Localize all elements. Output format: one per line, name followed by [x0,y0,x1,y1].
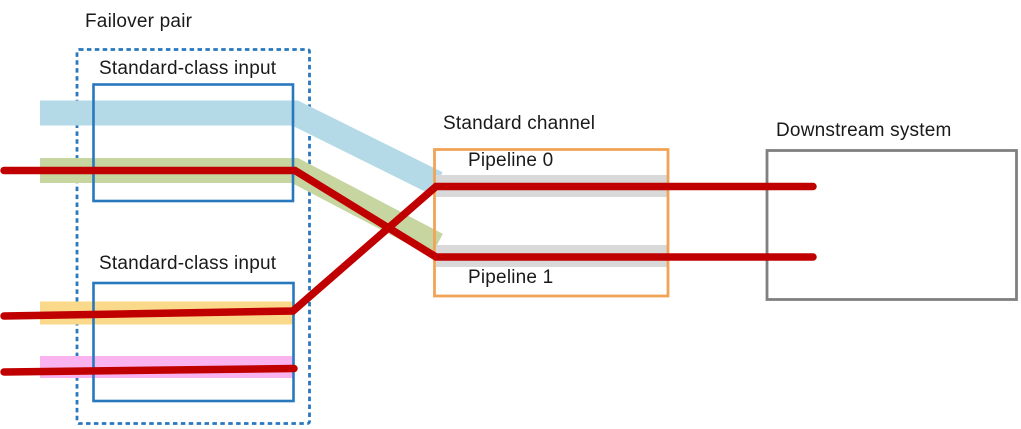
standard-channel-box [433,148,670,298]
red-route-top-input-to-pipeline-1 [0,166,817,261]
standard-channel-label: Standard channel [443,113,596,134]
standard-class-input-box-top [92,83,295,203]
pipeline-0-label: Pipeline 0 [468,150,554,171]
standard-class-input-label-bottom: Standard-class input [99,253,277,274]
downstream-system-box [765,149,1018,301]
red-route-bottom-input-to-pipeline-0 [0,182,817,320]
failover-pair-label: Failover pair [85,11,193,32]
standard-class-input-box-bottom [92,281,295,403]
failover-pair-dashed-box [75,48,311,425]
red-route-unconnected [0,364,298,376]
downstream-system-label: Downstream system [776,120,952,141]
standard-class-input-label-top: Standard-class input [99,58,277,79]
input-band-blue [40,100,443,195]
pipeline-1-label: Pipeline 1 [468,267,554,288]
